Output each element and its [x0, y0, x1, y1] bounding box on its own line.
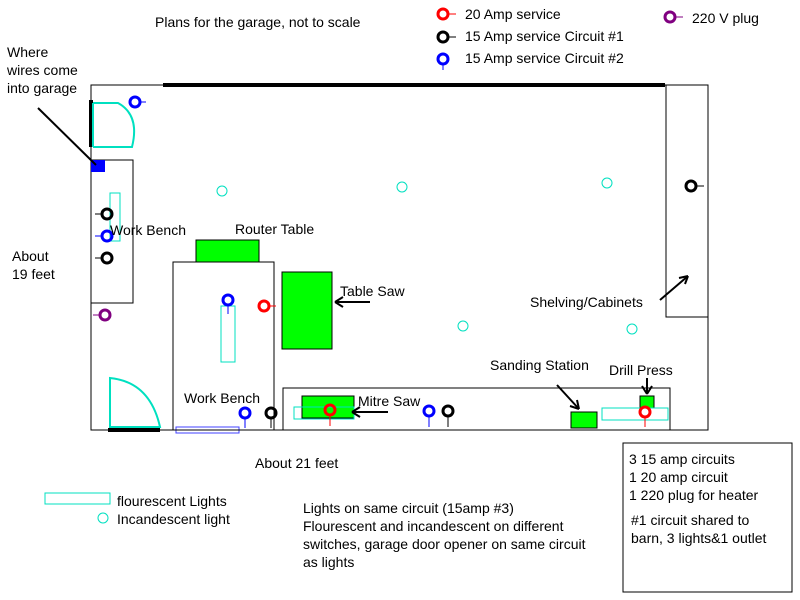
work-bench-left-label: Work Bench	[110, 222, 186, 238]
drill-press-label: Drill Press	[609, 362, 673, 378]
incandescent-light-5	[626, 323, 638, 335]
legend-symbol-c1	[436, 30, 456, 44]
legend-symbol-20a	[436, 7, 456, 21]
legend-c2-label: 15 Amp service Circuit #2	[465, 50, 624, 66]
legend-220v-label: 220 V plug	[692, 10, 759, 26]
legend-incandescent-symbol	[97, 512, 109, 524]
bench-bottom	[282, 387, 671, 431]
router-table	[195, 239, 260, 263]
sanding-arrow	[556, 384, 580, 410]
incandescent-light-1	[216, 185, 228, 197]
shelving-label: Shelving/Cabinets	[530, 294, 643, 310]
table-saw	[281, 271, 333, 350]
garage-outline	[90, 84, 709, 431]
panel-arrow-line	[37, 107, 97, 166]
outlet-20a-drill	[638, 405, 652, 427]
outlet-20a-mitre	[323, 403, 337, 426]
legend-incandescent-label: Incandescent light	[117, 511, 230, 527]
legend-20a-label: 20 Amp service	[465, 6, 561, 22]
incandescent-light-2	[396, 181, 408, 193]
legend-symbol-220v	[663, 10, 683, 24]
sanding-station	[570, 411, 598, 429]
outlet-c2-bench	[95, 229, 114, 243]
wires-entry-label: Where wires come into garage	[7, 44, 78, 96]
mitre-saw-label: Mitre Saw	[358, 393, 421, 409]
legend-fluorescent-label: flourescent Lights	[117, 493, 227, 509]
lights-circuit-note: Lights on same circuit (15amp #3) Floure…	[303, 500, 586, 570]
legend-fluorescent-symbol	[44, 492, 111, 505]
work-bench-bottom-label: Work Bench	[184, 390, 260, 406]
summary-line-3: 1 220 plug for heater	[629, 487, 759, 503]
fluorescent-light-bottom-right	[601, 407, 669, 421]
outlet-c1-shelving	[684, 179, 704, 193]
outlet-c2-center-bench	[221, 293, 235, 314]
sanding-station-label: Sanding Station	[490, 357, 589, 373]
outlet-20a-center-bench	[257, 299, 276, 313]
incandescent-light-3	[601, 177, 613, 189]
shelving-cabinets	[665, 84, 709, 318]
summary-box	[622, 442, 793, 593]
about-19-feet-label: About 19 feet	[12, 248, 55, 282]
legend-symbol-c2	[436, 52, 450, 70]
table-saw-label: Table Saw	[340, 283, 405, 299]
outlet-220v	[93, 308, 112, 322]
legend-c1-label: 15 Amp service Circuit #1	[465, 28, 624, 44]
outlet-c2-bottom-1	[238, 406, 252, 428]
outlet-c1-bench-1	[95, 207, 114, 221]
summary-line-1: 3 15 amp circuits	[629, 451, 735, 467]
fluorescent-light-center	[220, 305, 236, 363]
door-swing-top-left	[92, 102, 136, 148]
outlet-c2-top-left	[128, 95, 146, 109]
about-21-feet-label: About 21 feet	[255, 455, 339, 471]
outlet-c1-bottom-2	[441, 404, 455, 427]
summary-line-4: #1 circuit shared to barn, 3 lights&1 ou…	[631, 512, 767, 546]
incandescent-light-4	[457, 320, 469, 332]
plan-title: Plans for the garage, not to scale	[155, 14, 361, 30]
outlet-c1-bottom-1	[264, 406, 278, 428]
door-swing-bottom-left	[109, 376, 162, 428]
outlet-c2-bottom-2	[422, 404, 436, 427]
work-bench-left	[90, 159, 134, 304]
router-table-label: Router Table	[235, 221, 315, 237]
summary-line-2: 1 20 amp circuit	[629, 469, 728, 485]
shelving-arrow	[659, 275, 689, 301]
outlet-c1-bench-2	[95, 251, 114, 265]
